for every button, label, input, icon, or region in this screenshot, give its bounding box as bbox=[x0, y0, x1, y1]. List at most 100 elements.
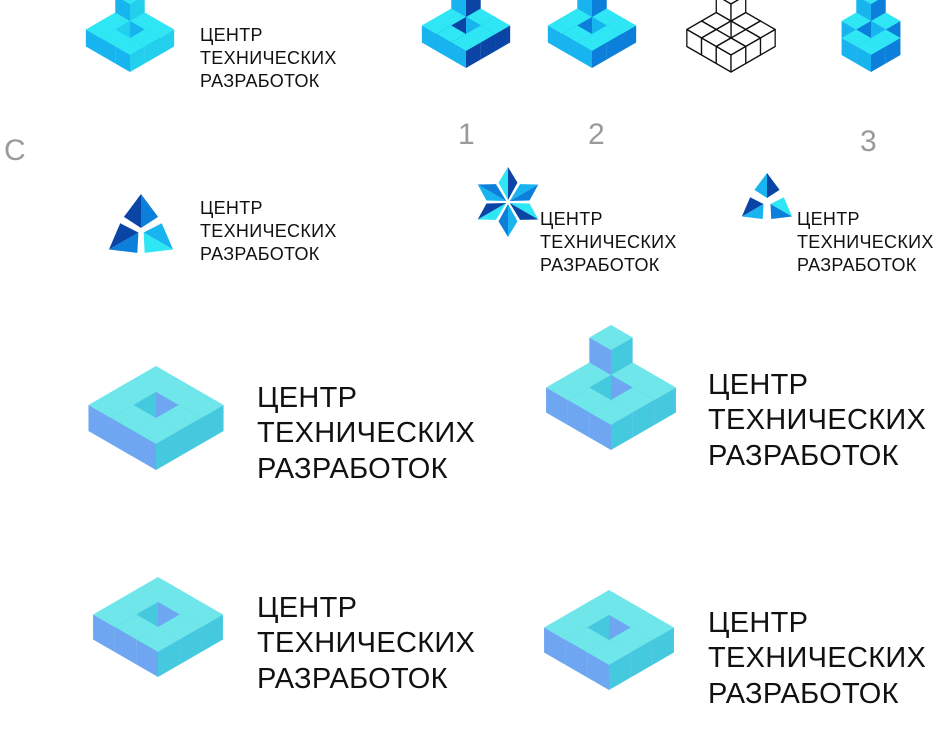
cube-right-face bbox=[495, 25, 511, 51]
star-petal bbox=[143, 223, 174, 250]
star-petal bbox=[509, 184, 539, 201]
logo-flower-icon bbox=[741, 173, 793, 219]
cube-top-face bbox=[856, 38, 886, 55]
cube-left-face bbox=[115, 0, 130, 21]
brand-line-3: РАЗРАБОТОК bbox=[708, 439, 899, 472]
cube-left-face bbox=[88, 405, 111, 444]
cube-left-face bbox=[421, 25, 437, 51]
brand-text: ЦЕНТР ТЕХНИЧЕСКИХ РАЗРАБОТОК bbox=[257, 381, 475, 487]
star-petal bbox=[108, 232, 139, 253]
logo-small-triangle-icon bbox=[108, 194, 174, 253]
cube-top-face bbox=[632, 375, 676, 400]
cube-right-face bbox=[480, 34, 496, 60]
cube-left-face bbox=[114, 627, 137, 665]
star-petal bbox=[770, 197, 793, 217]
star-petal bbox=[477, 203, 507, 220]
brand-line-2: ТЕХНИЧЕСКИХ bbox=[540, 232, 677, 253]
star-petal bbox=[508, 167, 518, 200]
star-petal bbox=[508, 204, 518, 237]
cube-left-face bbox=[562, 34, 578, 60]
cube-top-face bbox=[589, 400, 633, 425]
brand-line-2: ТЕХНИЧЕСКИХ bbox=[708, 642, 927, 675]
cube-left-face bbox=[577, 0, 592, 17]
cube-top-face bbox=[421, 17, 452, 34]
star-petal bbox=[754, 173, 767, 198]
cube-top-face bbox=[609, 602, 653, 628]
cube-top-face bbox=[480, 17, 511, 34]
cube-right-face bbox=[621, 25, 637, 51]
star-petal bbox=[477, 184, 507, 201]
cube-top-face bbox=[547, 17, 578, 34]
logo-large-rounded-frame-icon bbox=[544, 590, 674, 690]
brand-line-1: ЦЕНТР bbox=[797, 209, 860, 229]
cube-left-face bbox=[93, 614, 115, 652]
brand-text: ЦЕНТР ТЕХНИЧЕСКИХ РАЗРАБОТОК bbox=[708, 606, 926, 712]
cube-top-face bbox=[567, 362, 611, 388]
cube-top-face bbox=[589, 325, 633, 350]
cube-top-face bbox=[546, 375, 590, 400]
brand-line-3: РАЗРАБОТОК bbox=[257, 662, 448, 695]
cube-left-face bbox=[136, 639, 158, 677]
cube-right-face bbox=[871, 0, 886, 21]
cube-top-face bbox=[609, 627, 653, 653]
cube-left-face bbox=[856, 0, 871, 21]
cube-top-face bbox=[136, 627, 180, 652]
option-1-label: 1 bbox=[458, 118, 475, 151]
star-petal bbox=[509, 184, 539, 201]
cube-right-face bbox=[158, 639, 180, 677]
cube-right-face bbox=[592, 0, 607, 17]
brand-line-2: ТЕХНИЧЕСКИХ bbox=[257, 627, 476, 660]
cube-top-face bbox=[611, 362, 655, 388]
logo-large-frame-2-icon bbox=[93, 577, 223, 677]
brand-line-2: ТЕХНИЧЕСКИХ bbox=[708, 404, 927, 437]
brand-line-3: РАЗРАБОТОК bbox=[200, 244, 320, 265]
brand-line-2: ТЕХНИЧЕСКИХ bbox=[257, 417, 476, 450]
star-petal bbox=[741, 197, 764, 217]
cube-left-face bbox=[436, 34, 452, 60]
brand-line-2: ТЕХНИЧЕСКИХ bbox=[200, 48, 337, 69]
variant-c-label: С bbox=[4, 134, 26, 167]
star-petal bbox=[477, 184, 507, 201]
brand-text: ЦЕНТР ТЕХНИЧЕСКИХ РАЗРАБОТОК bbox=[257, 591, 475, 697]
logo-option-3-icon bbox=[841, 0, 901, 72]
star-petal bbox=[509, 203, 539, 220]
brand-line-1: ЦЕНТР bbox=[708, 607, 809, 639]
cube-left-face bbox=[841, 38, 857, 64]
cube-top-face bbox=[577, 34, 607, 51]
cube-top-face bbox=[565, 602, 609, 628]
option-3-label: 3 bbox=[860, 125, 877, 158]
cube-right-face bbox=[179, 627, 202, 665]
brand-text: ЦЕНТР ТЕХНИЧЕСКИХ РАЗРАБОТОК bbox=[797, 208, 934, 277]
brand-line-1: ЦЕНТР bbox=[200, 25, 263, 45]
option-2-label: 2 bbox=[588, 118, 605, 151]
cube-left-face bbox=[546, 387, 568, 425]
cube-top-face bbox=[144, 21, 175, 38]
cube-top-face bbox=[606, 17, 637, 34]
cube-top-face bbox=[565, 627, 609, 653]
logo-outline-cubes-icon bbox=[686, 0, 776, 73]
star-petal bbox=[509, 203, 539, 220]
logo-large-frame-1-icon bbox=[88, 366, 224, 470]
cube-left-face bbox=[547, 25, 563, 51]
brand-text: ЦЕНТР ТЕХНИЧЕСКИХ РАЗРАБОТОК bbox=[708, 368, 926, 474]
brand-line-3: РАЗРАБОТОК bbox=[257, 452, 448, 485]
brand-line-1: ЦЕНТР bbox=[200, 198, 263, 218]
cube-right-face bbox=[652, 627, 674, 665]
cube-left-face bbox=[451, 0, 466, 17]
cube-top-face bbox=[133, 418, 179, 444]
cube-top-face bbox=[544, 615, 588, 640]
cube-right-face bbox=[654, 387, 676, 425]
brand-line-3: РАЗРАБОТОК bbox=[797, 255, 917, 276]
star-petal bbox=[498, 204, 508, 237]
cube-top-face bbox=[587, 590, 631, 615]
cube-top-face bbox=[587, 640, 631, 665]
star-petal bbox=[143, 232, 174, 253]
cube-top-face bbox=[123, 0, 137, 4]
star-petal bbox=[770, 204, 793, 219]
cube-top-face bbox=[133, 366, 179, 392]
brand-line-2: ТЕХНИЧЕСКИХ bbox=[200, 221, 337, 242]
cube-top-face bbox=[611, 387, 655, 413]
cube-top-face bbox=[451, 34, 481, 51]
brand-line-2: ТЕХНИЧЕСКИХ bbox=[797, 232, 934, 253]
cube-top-face bbox=[136, 577, 180, 602]
